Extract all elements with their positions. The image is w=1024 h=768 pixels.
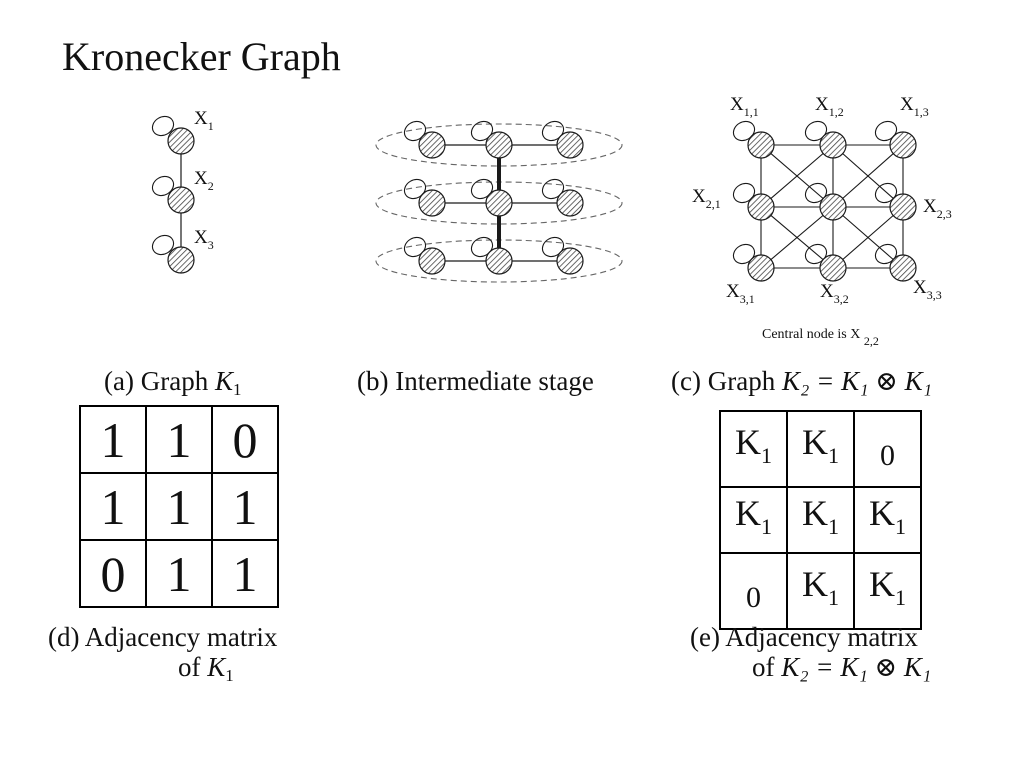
stage-node-1-1 [403, 120, 446, 159]
k2-node-1-1 [732, 120, 775, 159]
matrix-cell: K1 [786, 486, 855, 554]
stage-node-3-1 [403, 236, 446, 275]
matrix-cell: 1 [145, 472, 213, 541]
matrix-cell: K1 [786, 552, 855, 630]
label-x13: X1,3 [900, 94, 929, 119]
label-x12: X1,2 [815, 94, 844, 119]
label-x1: X1 [194, 108, 214, 133]
kronecker-diagram: X1 X2 X3 X1,1 X1,2 X1,3 X2,1 X2,3 X3,1 X… [151, 94, 952, 348]
matrix-cell: 0 [79, 539, 147, 608]
edge-23-32 [832, 206, 904, 269]
stage-node-3-2 [470, 236, 513, 275]
stage-node-1-3 [541, 120, 584, 159]
matrix-cell: 1 [79, 405, 147, 474]
label-x33: X3,3 [913, 277, 942, 302]
label-x11: X1,1 [730, 94, 759, 119]
matrix-cell: K1 [853, 552, 922, 630]
stage-node-2-1 [403, 178, 446, 217]
stage-node-2-3 [541, 178, 584, 217]
node-x1 [151, 115, 195, 155]
stage-node-2-2 [470, 178, 513, 217]
matrix-cell: K1 [853, 486, 922, 554]
matrix-cell: K1 [786, 410, 855, 488]
edge-13-22 [832, 144, 904, 208]
label-x3: X3 [194, 227, 214, 252]
caption-a: (a) Graph K1 [104, 366, 242, 399]
matrix-cell: K1 [719, 410, 788, 488]
label-x23: X2,3 [923, 196, 952, 221]
node-x3 [151, 234, 195, 274]
k2-node-2-1 [732, 182, 775, 221]
k2-node-1-3 [874, 120, 917, 159]
matrix-cell: 1 [79, 472, 147, 541]
node-x2 [151, 175, 195, 214]
matrix-cell: 0 [853, 410, 922, 488]
label-x21: X2,1 [692, 186, 721, 211]
matrix-cell: 0 [719, 552, 788, 630]
central-node-note: Central node is X 2,2 [762, 327, 879, 348]
matrix-cell: K1 [719, 486, 788, 554]
k2-node-1-2 [804, 120, 847, 159]
matrix-cell: 1 [211, 472, 279, 541]
graph-c: X1,1 X1,2 X1,3 X2,1 X2,3 X3,1 X3,2 X3,3 … [692, 94, 952, 348]
k2-node-3-3 [874, 243, 917, 282]
matrix-cell: 1 [211, 539, 279, 608]
caption-e: (e) Adjacency matrix of K₂ = K₁ ⊗ K₁ [690, 622, 932, 682]
k2-node-3-2 [804, 243, 847, 282]
label-x32: X3,2 [820, 281, 849, 306]
slide-title: Kronecker Graph [62, 34, 341, 79]
graph-b [375, 120, 623, 283]
graph-a: X1 X2 X3 [151, 108, 214, 274]
caption-b: (b) Intermediate stage [357, 366, 594, 396]
matrix-cell: 1 [145, 405, 213, 474]
label-x2: X2 [194, 168, 214, 193]
k2-node-2-2 [804, 182, 847, 221]
caption-c: (c) Graph K₂ = K₁ ⊗ K₁ [671, 366, 932, 396]
stage-node-1-2 [470, 120, 513, 159]
k2-node-3-1 [732, 243, 775, 282]
stage-node-3-3 [541, 236, 584, 275]
matrix-cell: 0 [211, 405, 279, 474]
label-x31: X3,1 [726, 281, 755, 306]
k2-node-2-3 [874, 182, 917, 221]
matrix-cell: 1 [145, 539, 213, 608]
edge-12-21 [760, 144, 834, 208]
edge-22-31 [760, 206, 834, 269]
caption-d: (d) Adjacency matrix of K1 [48, 622, 278, 685]
